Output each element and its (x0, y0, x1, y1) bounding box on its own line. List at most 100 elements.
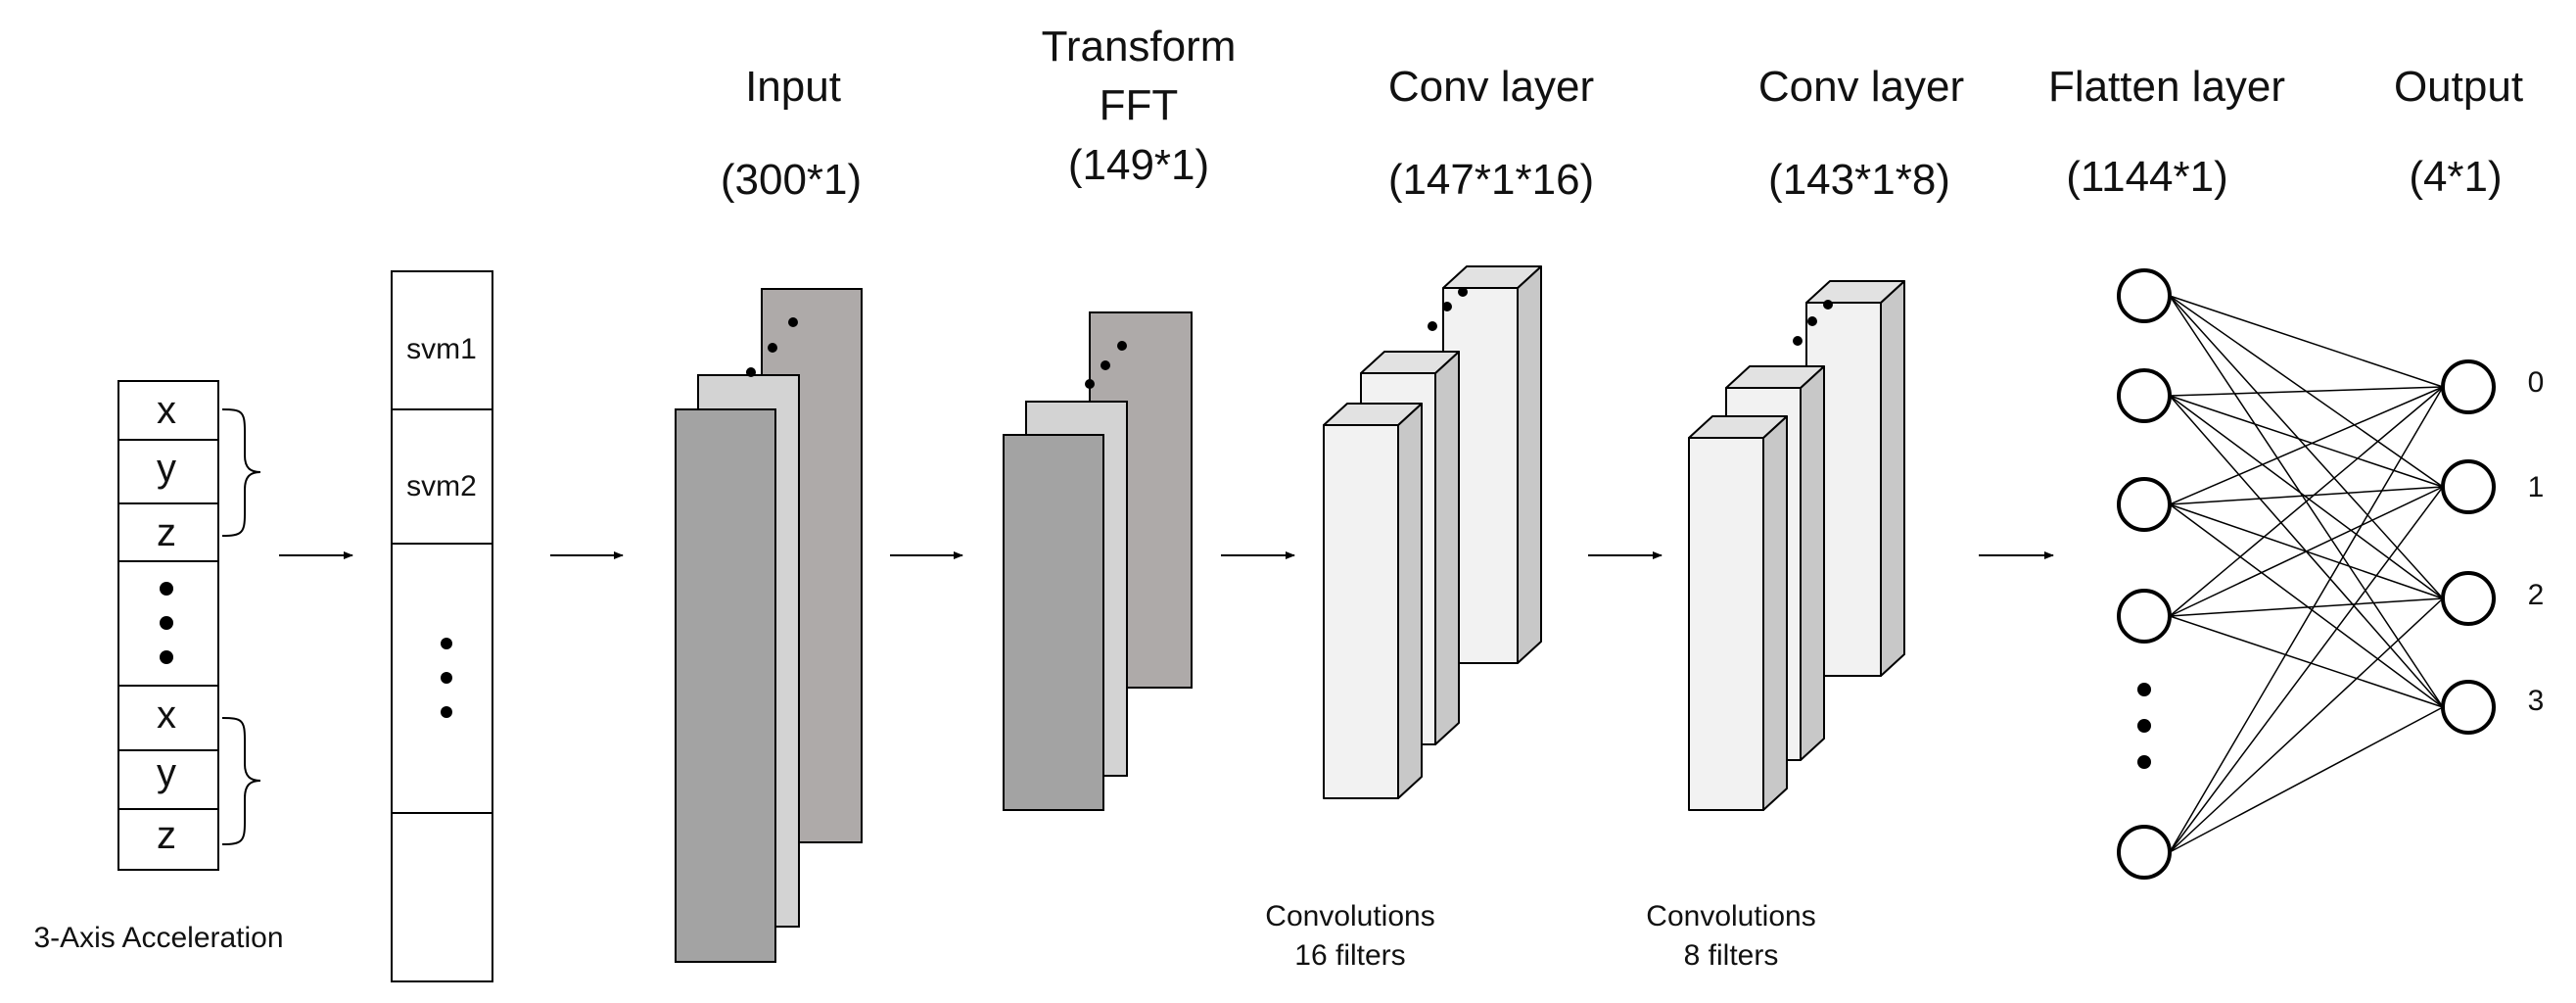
header-flatten-dim: (1144*1) (2066, 153, 2228, 201)
flatten-node (2117, 477, 2172, 532)
output-node (2441, 359, 2496, 414)
conv1-caption-line1: Convolutions (1265, 900, 1434, 932)
header-output-title: Output (2394, 63, 2523, 111)
ellipsis-dot (768, 343, 777, 353)
header-conv1: Conv layer (147*1*16) (1388, 63, 1594, 204)
network-edge (2169, 295, 2444, 388)
conv2-block-front (1688, 415, 1788, 811)
conv1-block-front (1323, 403, 1423, 799)
ellipsis-dot (1428, 321, 1437, 331)
network-edge (2169, 486, 2444, 505)
ellipsis-dot (441, 706, 452, 718)
ellipsis-dot (1442, 302, 1452, 311)
flatten-nodes (2117, 268, 2172, 880)
acceleration-caption: 3-Axis Acceleration (33, 922, 283, 954)
acceleration-cells: x y z x y z (157, 389, 176, 857)
accel-cell-z: z (157, 814, 176, 857)
header-conv1-dim: (147*1*16) (1388, 156, 1594, 204)
fully-connected-edges (2169, 295, 2444, 853)
ellipsis-dot (2137, 719, 2151, 733)
ellipsis-dot (1101, 360, 1110, 370)
network-edge (2169, 597, 2444, 617)
network-edge (2169, 386, 2444, 505)
conv2-caption-line1: Convolutions (1646, 900, 1815, 932)
ellipsis-dot (160, 616, 173, 630)
svm-cell-label: svm2 (406, 470, 477, 502)
fft-layer-stack (1003, 311, 1193, 811)
flatten-node (2117, 268, 2172, 323)
network-edge (2169, 395, 2444, 488)
fft-channel-front (1003, 434, 1104, 811)
accel-cell-z: z (157, 511, 176, 554)
header-transform: Transform FFT (149*1) (1042, 23, 1237, 189)
network-edge (2169, 706, 2444, 853)
ellipsis-dot (1807, 316, 1817, 326)
ellipsis-dot (2137, 755, 2151, 769)
ellipsis-dot (1117, 341, 1127, 351)
flatten-node (2117, 589, 2172, 644)
axis-brackets (221, 408, 261, 845)
accel-cell-y: y (157, 751, 176, 794)
header-conv2-dim: (143*1*8) (1768, 156, 1950, 204)
network-edge (2169, 615, 2444, 708)
header-conv2-title: Conv layer (1758, 63, 1964, 111)
header-input-dim: (300*1) (721, 156, 862, 204)
svm-column (391, 270, 493, 982)
ellipsis-dot (1085, 379, 1095, 389)
output-node (2441, 459, 2496, 514)
ellipsis-dot (1823, 300, 1833, 310)
conv1-feature-maps (1323, 265, 1542, 799)
output-label: 1 (2528, 471, 2545, 503)
input-layer-stack (675, 288, 863, 963)
output-node (2441, 680, 2496, 735)
output-label: 3 (2528, 685, 2545, 717)
conv1-caption-line2: 16 filters (1294, 939, 1405, 972)
header-conv1-title: Conv layer (1388, 63, 1594, 111)
ellipsis-dot (160, 650, 173, 664)
xyz-bracket (221, 717, 261, 845)
accel-cell-x: x (157, 693, 176, 737)
header-output: Output (4*1) (2394, 63, 2523, 201)
network-edge (2169, 386, 2444, 617)
input-channel-front (675, 408, 776, 963)
conv2-feature-maps (1688, 280, 1905, 811)
flatten-node (2117, 825, 2172, 880)
ellipsis-dot (746, 367, 756, 377)
header-flatten-title: Flatten layer (2048, 63, 2285, 111)
ellipsis-dot (441, 672, 452, 684)
output-label: 2 (2528, 579, 2545, 611)
header-input-title: Input (745, 63, 841, 111)
xyz-bracket (221, 408, 261, 537)
accel-cell-x: x (157, 389, 176, 432)
accel-cell-y: y (157, 447, 176, 490)
ellipsis-dot (1793, 336, 1803, 346)
header-transform-title-line1: Transform (1042, 23, 1237, 71)
network-edge (2169, 597, 2444, 853)
header-transform-dim: (149*1) (1068, 141, 1209, 189)
header-input: Input (300*1) (721, 63, 862, 204)
network-edge (2169, 486, 2444, 853)
svm-cell-label: svm1 (406, 333, 477, 365)
ellipsis-dot (1458, 287, 1468, 297)
output-nodes (2441, 359, 2496, 735)
ellipsis-dot (2137, 683, 2151, 696)
header-conv2: Conv layer (143*1*8) (1758, 63, 1964, 204)
network-edge (2169, 503, 2444, 708)
output-node (2441, 571, 2496, 626)
network-edge (2169, 386, 2444, 397)
header-transform-title-line2: FFT (1100, 81, 1179, 129)
output-label: 0 (2528, 366, 2545, 399)
network-edge (2169, 386, 2444, 853)
conv2-caption-line2: 8 filters (1684, 939, 1779, 972)
svm-column-frame (391, 270, 493, 982)
flatten-node (2117, 368, 2172, 423)
ellipsis-dot (160, 582, 173, 596)
ellipsis-dot (788, 317, 798, 327)
ellipsis-dot (441, 638, 452, 649)
header-output-dim: (4*1) (2409, 153, 2502, 201)
network-edge (2169, 395, 2444, 599)
header-flatten: Flatten layer (1144*1) (2048, 63, 2285, 201)
network-edge (2169, 486, 2444, 617)
